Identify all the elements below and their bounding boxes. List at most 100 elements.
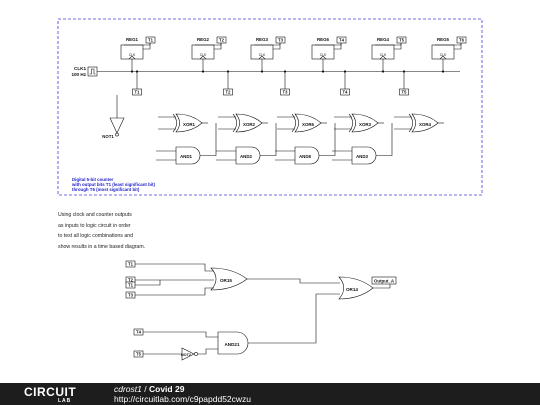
wire [135,263,214,272]
junction-dot [283,70,287,73]
clock-edge-icon [319,55,327,60]
net-tag [216,36,227,44]
register-label: REG2 [197,37,210,42]
xor-gate-label: XOR6 [302,122,315,127]
clock-frequency: 100 Hz [71,72,86,77]
net-tag [336,36,347,44]
register-clk-label: CLK [259,53,266,57]
junction-dot [381,70,385,73]
wire [247,278,340,284]
register-label: REG1 [126,37,139,42]
net-tag [145,36,156,44]
net-tag [396,36,407,44]
note-line: Using clock and counter outputs [58,212,132,218]
clock-edge-icon [379,55,387,60]
not-gate-symbol [109,117,125,134]
or-gate-label: OR14 [346,287,358,292]
not-gate-label: NOT2 [181,353,191,357]
counter-group-frame [57,18,483,196]
circuit-title: Covid 29 [149,384,185,394]
and-gate-label: AND21 [224,342,240,347]
xor-gate-arc [232,113,237,133]
clock-wave-icon [89,68,96,75]
junction-dot [130,70,134,73]
net-tag-label: T3 [278,38,284,43]
net-tag [456,36,467,44]
register-label: REG5 [437,37,450,42]
net-tag-label: T3 [128,293,134,298]
junction-dot [441,70,445,73]
junction-dot [402,70,406,73]
net-tag-label: T2 [226,90,232,95]
net-tag [223,88,233,96]
clock-source-symbol [87,66,98,77]
and-gate-label: AND3 [356,154,369,159]
net-tag [275,36,286,44]
counter-caption: with output bits T1 (least significant b… [71,182,155,187]
xor-gate-label: XOR3 [359,122,372,127]
author-link[interactable]: cdrost1 [114,384,142,394]
net-tag-label: T1 [128,283,134,288]
xor-gate-arc [291,113,296,133]
junction-dot [226,70,230,73]
junction-dot [260,70,264,73]
clock-edge-icon [258,55,266,60]
wire [135,280,161,286]
wire [376,123,393,156]
circuitlab-logo-sub: LAB [58,398,72,404]
net-tag-label: T2 [128,278,134,283]
net-tag-label: T4 [343,90,349,95]
wire [319,123,336,156]
counter-caption: Digital 5-bit counter [72,177,114,182]
register-clk-label: CLK [440,53,447,57]
clock-name: CLK1 [74,66,86,71]
wire [135,287,214,296]
clock-edge-icon [439,55,447,60]
circuit-url[interactable]: http://circuitlab.com/c9papdd52cwzu [114,394,252,404]
and-gate-symbol [217,331,249,355]
net-tag-label: T3 [283,90,289,95]
net-tag-label: T5 [402,90,408,95]
junction-dot [135,70,139,73]
net-tag-label: T1 [148,38,154,43]
register-label: REG6 [317,37,330,42]
xor-gate-arc [172,113,177,133]
net-tag-label: T4 [339,38,345,43]
note-line: as inputs to logic circuit in order [58,222,131,229]
net-tag [132,88,142,96]
or-gate-symbol [338,276,374,300]
wire [260,123,277,156]
junction-dot [343,70,347,73]
register-clk-label: CLK [380,53,387,57]
net-tag-label: T4 [136,330,142,335]
and-gate-symbol [351,146,377,165]
not-bubble [194,352,198,356]
net-tag [399,88,409,96]
register-clk-label: CLK [320,53,327,57]
not-bubble [115,132,119,137]
net-tag-label: T5 [399,38,405,43]
register-clk-label: CLK [129,53,136,57]
net-tag-label: T1 [128,262,134,267]
not-gate-label: NOT1 [102,134,114,139]
xor-gate-arc [408,113,413,133]
circuit-meta: cdrost1 / Covid 29 http://circuitlab.com… [114,384,251,404]
register-label: REG3 [256,37,269,42]
clock-edge-icon [128,55,136,60]
circuitlab-logo[interactable]: CIRCUIT [24,385,77,399]
net-tag-label: T2 [219,38,225,43]
and-gate-symbol [235,146,261,165]
counter-circuit [87,36,467,165]
or-gate-label: OR15 [220,278,232,283]
xor-gate-label: XOR2 [243,122,256,127]
xor-gate-symbol [411,113,439,133]
net-tag [340,88,350,96]
xor-gate-arc [348,113,353,133]
net-tag-label: T5 [136,352,142,357]
counter-caption: through T6 (most significant bit) [72,187,140,192]
xor-gate-symbol [175,113,203,133]
and-gate-symbol [175,146,201,165]
title-separator: / [144,384,147,394]
